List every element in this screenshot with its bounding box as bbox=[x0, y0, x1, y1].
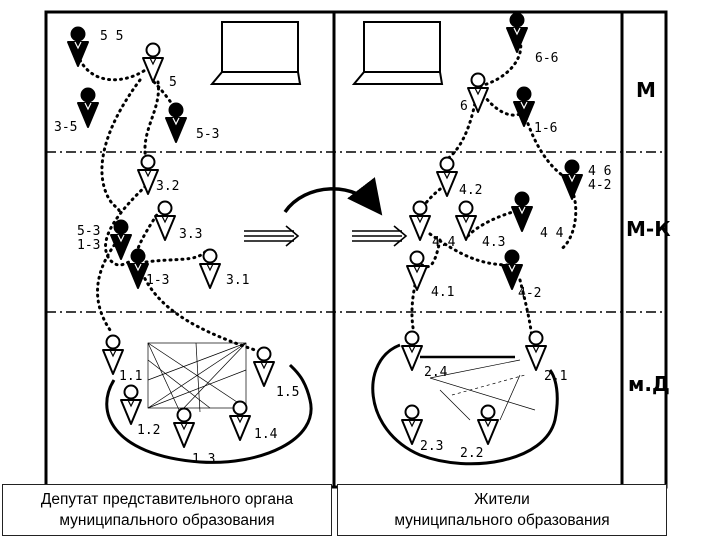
figure-label: 1.5 bbox=[276, 385, 299, 400]
figure-label: 1.3 bbox=[192, 452, 215, 467]
figure-label: 1-6 bbox=[534, 121, 557, 136]
person-figure: 1.2 bbox=[120, 384, 160, 438]
figure-label: 6 bbox=[460, 99, 468, 114]
row-label-top: М bbox=[636, 78, 656, 102]
figure-label: 3-5 bbox=[54, 120, 77, 135]
legend-deputy-text: Депутат представительного органа муницип… bbox=[40, 491, 294, 529]
figure-label: 1-3 bbox=[146, 273, 169, 288]
person-figure: 6-6 bbox=[506, 12, 558, 66]
legend-deputy: Депутат представительного органа муницип… bbox=[2, 484, 332, 536]
person-figure: 4.2 bbox=[436, 156, 482, 198]
figure-label: 4.4 bbox=[432, 235, 456, 250]
figure-label: 5 bbox=[169, 75, 177, 90]
network-lines bbox=[147, 342, 536, 421]
person-figure: 5 bbox=[142, 42, 177, 90]
figure-label: 2.1 bbox=[544, 369, 567, 384]
group-ellipse bbox=[105, 363, 313, 464]
laptop-icon bbox=[351, 21, 444, 85]
figure-label: 3.2 bbox=[156, 179, 179, 194]
figure-label: 4-2 bbox=[518, 286, 541, 301]
legend-residents-text: Жители муниципального образования bbox=[394, 491, 610, 529]
figure-label: 1.4 bbox=[254, 427, 278, 442]
person-figure: 3-5 bbox=[54, 87, 99, 135]
person-figure: 3.3 bbox=[154, 200, 202, 242]
person-figure: 5-3 bbox=[165, 102, 219, 143]
person-figure: 2.3 bbox=[401, 404, 443, 454]
person-figure: 3.1 bbox=[199, 248, 249, 289]
figure-label: 5 5 bbox=[100, 29, 123, 44]
figure-label: 4 4 bbox=[540, 226, 564, 241]
figure-label: 4.2 bbox=[459, 183, 482, 198]
person-figure: 4-2 bbox=[501, 249, 541, 301]
figure-label: 4.3 bbox=[482, 235, 505, 250]
figure-label: 2.3 bbox=[420, 439, 443, 454]
person-figure: 4 4 bbox=[511, 191, 564, 241]
transition-arrow bbox=[283, 177, 383, 216]
person-figure: 1-6 bbox=[513, 86, 557, 136]
group-ellipse bbox=[371, 343, 559, 466]
figure-label: 6-6 bbox=[535, 51, 558, 66]
person-figure: 1.1 bbox=[102, 334, 142, 384]
figure-label: 3.3 bbox=[179, 227, 202, 242]
person-figure: 6 bbox=[460, 72, 489, 114]
person-figure: 5 5 bbox=[67, 26, 123, 67]
figure-label: 4.1 bbox=[431, 285, 454, 300]
laptop-icon bbox=[209, 21, 302, 85]
row-label-middle: М-К bbox=[626, 217, 671, 241]
figure-label: 2.2 bbox=[460, 446, 483, 461]
figure-label: 3.1 bbox=[226, 273, 249, 288]
person-figure: 4.4 bbox=[409, 200, 456, 250]
person-figure: 1.5 bbox=[253, 346, 299, 400]
figure-label: 1.2 bbox=[137, 423, 160, 438]
person-figure: 1.3 bbox=[173, 407, 215, 467]
person-figure: 1-3 bbox=[127, 248, 169, 289]
triple-arrow-icon bbox=[352, 225, 408, 247]
person-figure: 2.2 bbox=[460, 404, 499, 461]
person-figure: 2.4 bbox=[401, 330, 448, 380]
figure-label: 2.4 bbox=[424, 365, 448, 380]
person-figure: 4.3 bbox=[455, 200, 505, 250]
dotted-links bbox=[78, 38, 578, 352]
person-figure: 4.1 bbox=[406, 250, 454, 300]
legend-residents: Жители муниципального образования bbox=[337, 484, 667, 536]
figure-label: 5-3 bbox=[196, 127, 219, 142]
figure-label: 1.1 bbox=[119, 369, 142, 384]
triple-arrow-icon bbox=[244, 225, 300, 247]
person-figure: 1.4 bbox=[229, 400, 278, 442]
row-label-bottom: м.Д bbox=[628, 372, 670, 396]
person-figure: 2.1 bbox=[525, 330, 567, 384]
person-figure: 3.2 bbox=[137, 154, 179, 195]
